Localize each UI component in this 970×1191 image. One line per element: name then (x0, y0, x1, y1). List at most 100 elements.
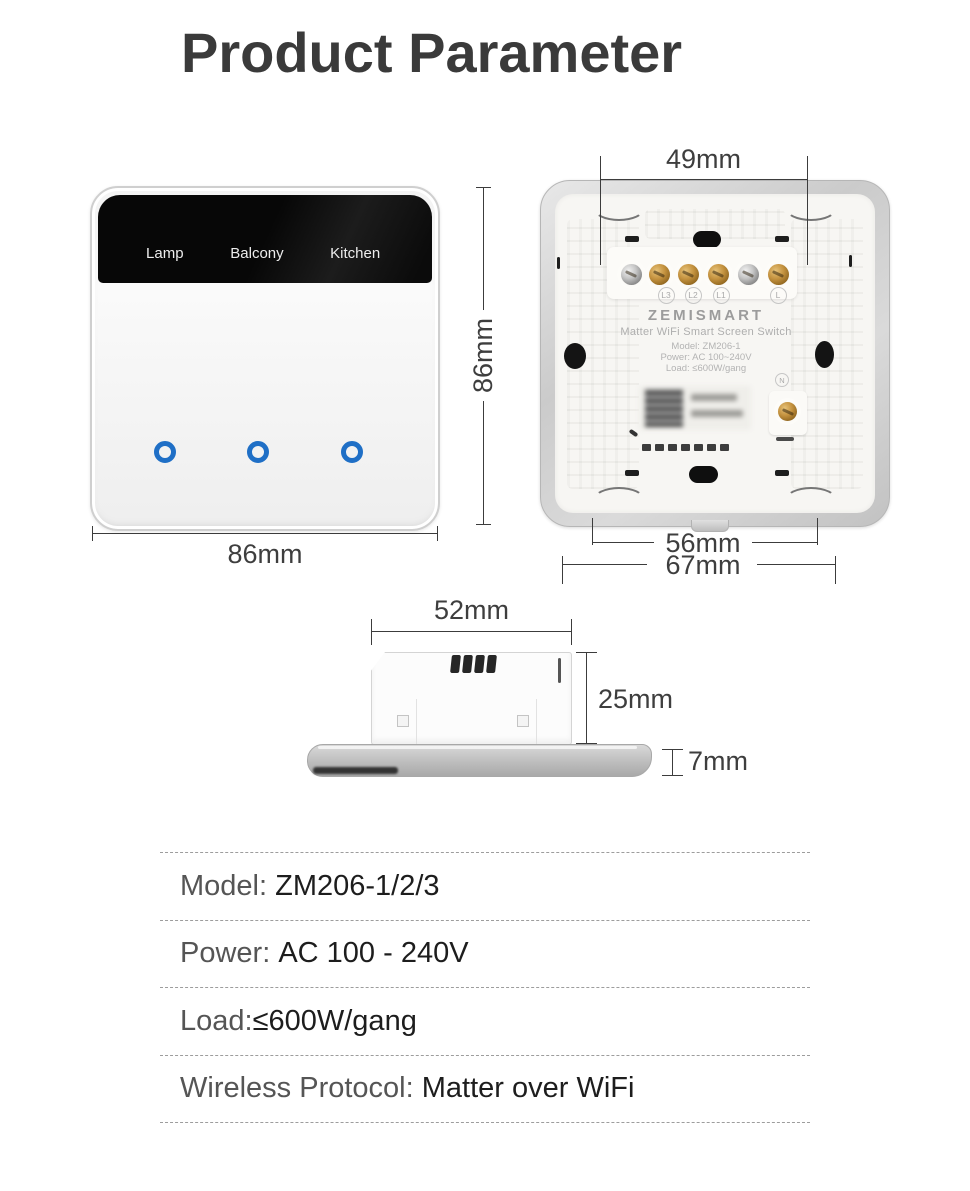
side-depth-dimension-label: 25mm (598, 684, 674, 714)
brand-logo: ZEMISMART (647, 307, 765, 324)
gang-label-balcony: Balcony (230, 245, 284, 262)
plate-underside-shadow (313, 767, 398, 774)
terminal-label-l1: L1 (712, 286, 730, 304)
neutral-screw (778, 402, 797, 421)
spec-row-wireless-protocol: Wireless Protocol: Matter over WiFi (160, 1056, 810, 1123)
print-load-line: Load: ≤600W/gang (665, 363, 747, 374)
terminal-screw (707, 263, 729, 285)
terminal-screw (767, 263, 789, 285)
small-slot (775, 236, 789, 242)
side-depth-dimension-line (586, 652, 587, 744)
small-slot (776, 437, 794, 441)
module-notch (558, 658, 561, 683)
terminal-label-l: L (769, 286, 787, 304)
plate-thickness-dimension-label: 7mm (688, 746, 748, 776)
front-width-dimension-tick (92, 526, 93, 541)
plate-thickness-dimension-tick (662, 775, 683, 776)
front-height-dimension-label: 86mm (465, 187, 502, 525)
edge-notch (849, 255, 852, 267)
page-title: Product Parameter (181, 21, 683, 84)
front-width-dimension-tick (437, 526, 438, 541)
spec-table: Model: ZM206-1/2/3 Power: AC 100 - 240V … (160, 852, 810, 1123)
terminal-screw (648, 263, 670, 285)
touch-indicator-ring (341, 441, 363, 463)
back-outer-dimension-tick (835, 556, 836, 584)
touch-indicator-ring (154, 441, 176, 463)
switch-side-view-module (371, 652, 572, 745)
small-slot (625, 236, 639, 242)
mount-arc (593, 487, 645, 513)
print-power-line: Power: AC 100~240V (660, 352, 752, 363)
back-top-dimension-line (600, 179, 807, 180)
spec-label: Load: (180, 1004, 253, 1037)
back-outer-dimension-tick (562, 556, 563, 584)
back-inner-dimension-line (592, 542, 654, 543)
touch-indicator-ring (247, 441, 269, 463)
vent-slots (642, 444, 729, 451)
spec-row-power: Power: AC 100 - 240V (160, 921, 810, 988)
back-inner-dimension-tick (817, 518, 818, 545)
back-top-dimension-label: 49mm (665, 144, 741, 174)
side-depth-dimension-tick (576, 652, 597, 653)
product-name: Matter WiFi Smart Screen Switch (620, 326, 792, 338)
back-inner-dimension-tick (592, 518, 593, 545)
mount-slot (693, 231, 721, 248)
back-inner-dimension-line (752, 542, 817, 543)
switch-front-view: Lamp Balcony Kitchen (90, 186, 440, 531)
spec-value: Matter over WiFi (421, 1072, 635, 1105)
side-depth-dimension-tick (576, 743, 597, 744)
mount-tab (691, 520, 729, 532)
back-outer-dimension-line (757, 564, 835, 565)
spec-value: AC 100 - 240V (278, 937, 469, 970)
spec-row-model: Model: ZM206-1/2/3 (160, 853, 810, 921)
qr-sticker-blurred (639, 386, 751, 430)
front-width-dimension-line (92, 533, 438, 534)
plate-thickness-dimension-line (672, 749, 673, 776)
module-seam (416, 699, 417, 745)
spec-label: Model: (180, 869, 276, 902)
gang-label-kitchen: Kitchen (330, 245, 381, 262)
side-width-dimension-tick (571, 619, 572, 645)
terminal-screw (620, 263, 642, 285)
back-outer-dimension-line (562, 564, 647, 565)
small-slot (775, 470, 789, 476)
back-top-dimension-tick (807, 156, 808, 265)
mount-arc (593, 195, 645, 221)
small-slot (625, 470, 639, 476)
side-vent-slots (450, 655, 497, 673)
mount-slot (689, 466, 718, 483)
switch-screen: Lamp Balcony Kitchen (98, 195, 432, 283)
back-top-dimension-tick (600, 156, 601, 265)
back-inner-dimension-label: 56mm (665, 528, 741, 558)
sticker-text-blur (691, 394, 737, 401)
side-width-dimension-tick (371, 619, 372, 645)
front-height-dimension-tick (476, 187, 491, 188)
gang-label-lamp: Lamp (146, 245, 184, 262)
spec-value: ≤600W/gang (252, 1004, 417, 1037)
mount-arc (785, 195, 837, 221)
side-slot (564, 343, 586, 369)
plate-thickness-dimension-tick (662, 749, 683, 750)
spec-label: Power: (180, 937, 279, 970)
terminal-label-l2: L2 (684, 286, 702, 304)
sticker-text-blur (691, 410, 743, 417)
module-clip (517, 715, 529, 727)
front-width-dimension-label: 86mm (227, 539, 303, 569)
print-model-line: Model: ZM206-1 (671, 341, 741, 352)
front-height-dimension-tick (476, 524, 491, 525)
terminal-label-l3: L3 (657, 286, 675, 304)
module-seam (536, 699, 537, 745)
side-width-dimension-label: 52mm (433, 595, 509, 625)
switch-back-view: L3 L2 L1 L ZEMISMART Matter WiFi Smart S… (540, 180, 890, 532)
module-clip (397, 715, 409, 727)
plate-highlight (318, 746, 637, 749)
side-width-dimension-line (371, 631, 572, 632)
mount-arc (785, 487, 837, 513)
back-outer-dimension-label: 67mm (665, 550, 741, 580)
neutral-terminal-label: N (775, 373, 789, 387)
spec-value: ZM206-1/2/3 (275, 869, 440, 902)
qr-code (645, 389, 683, 427)
terminal-screw (737, 263, 759, 285)
terminal-screw (677, 263, 699, 285)
